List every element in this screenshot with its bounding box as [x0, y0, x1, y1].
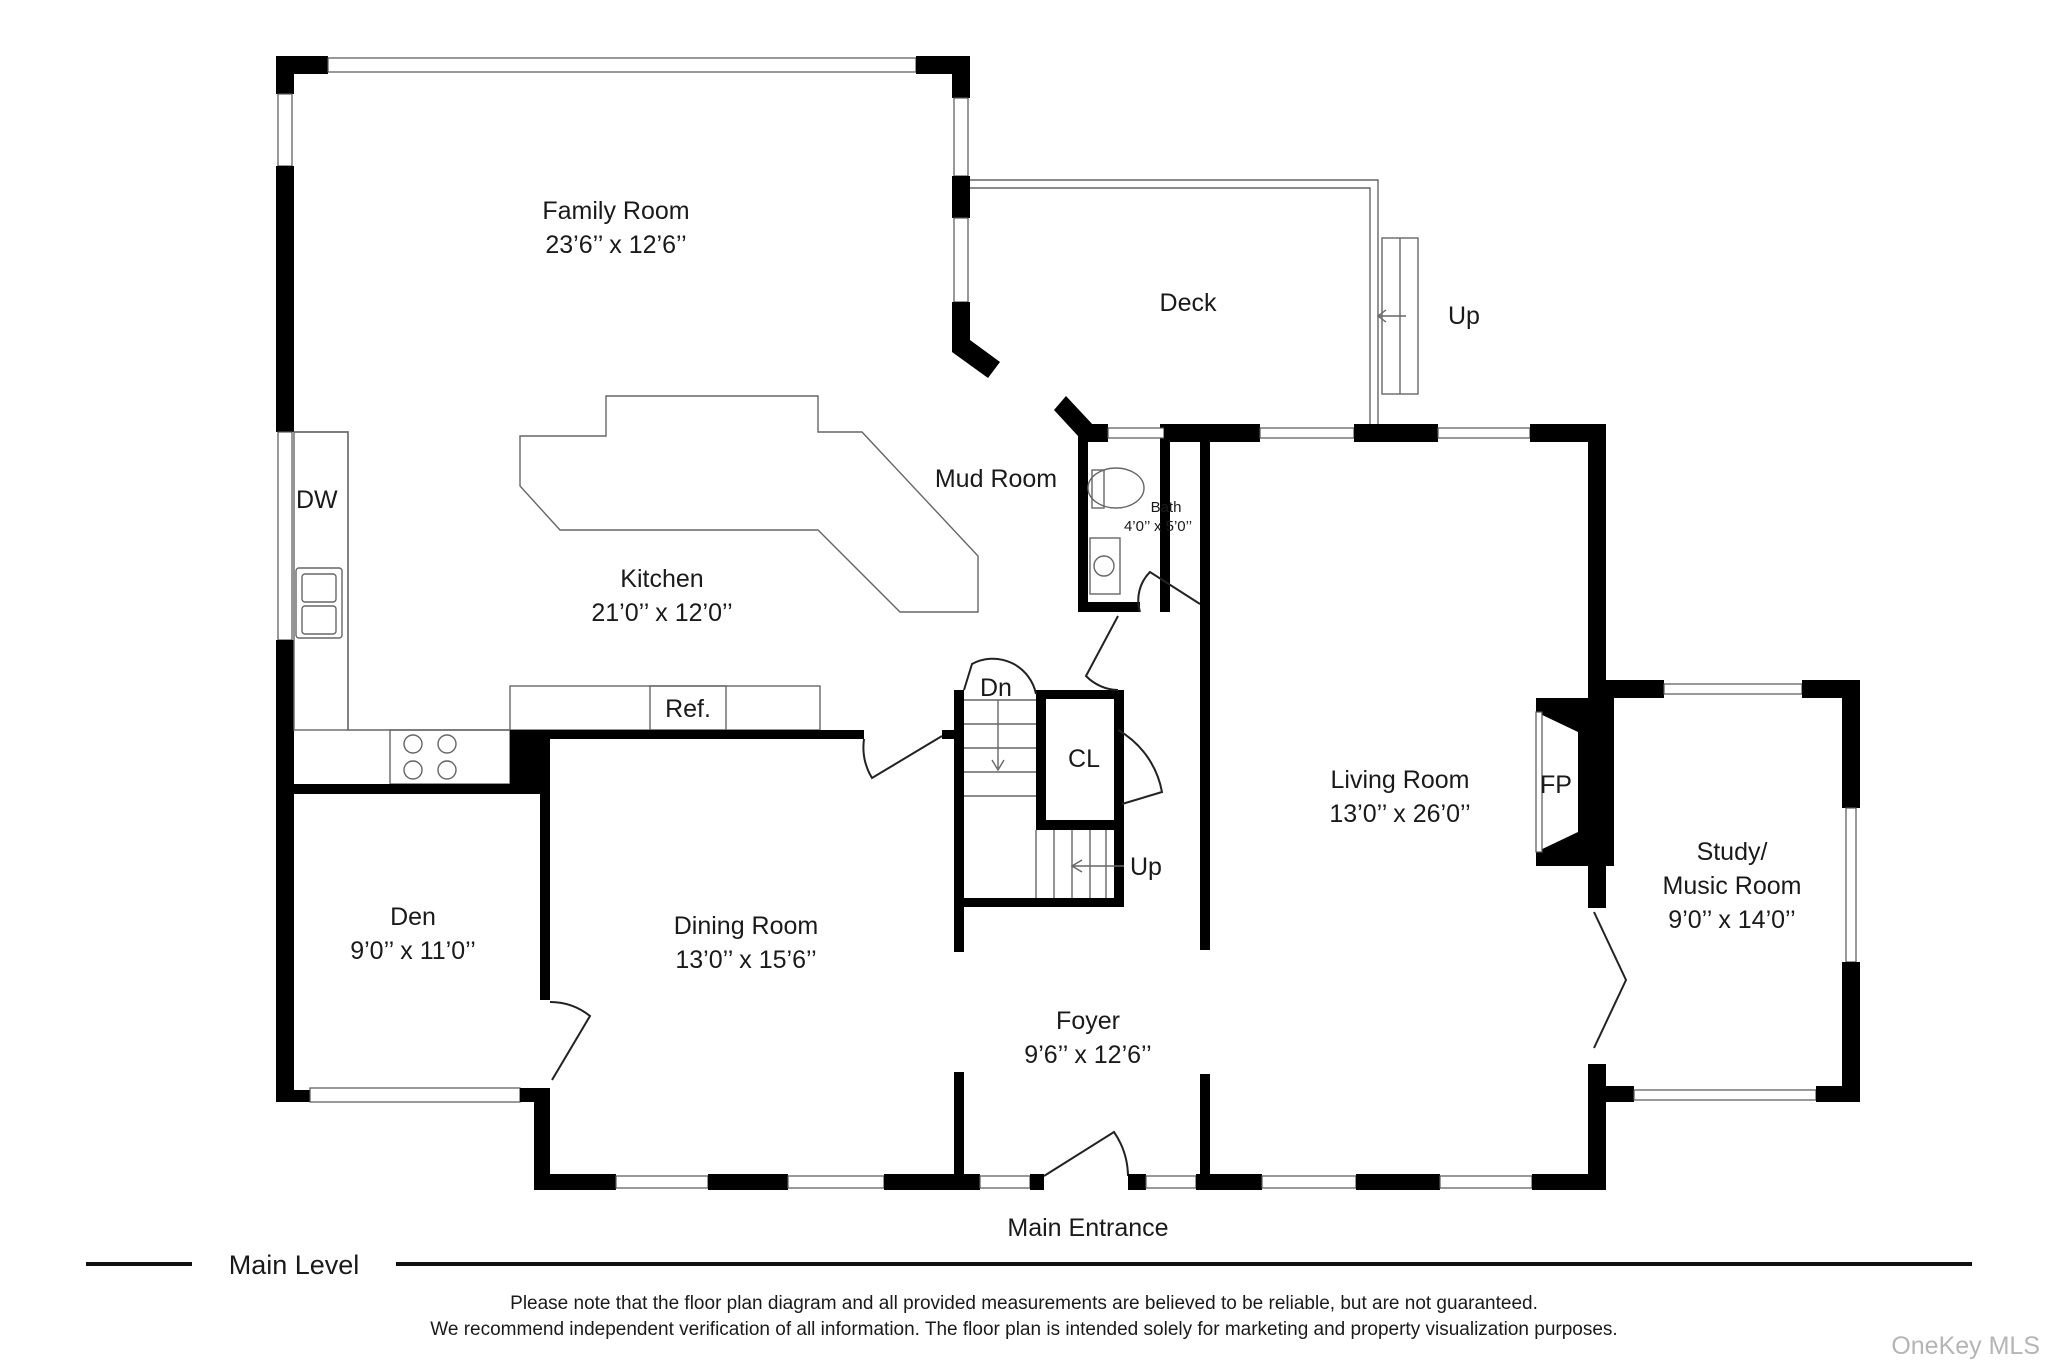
bath-dims: 4’0’’ x 5’0’’: [1124, 518, 1192, 535]
living-room-name: Living Room: [1331, 766, 1470, 794]
stairs: [963, 657, 1124, 898]
bath-name: Bath: [1151, 499, 1182, 516]
exterior-walls-north: [276, 56, 1098, 1102]
dishwasher-label: DW: [296, 486, 338, 514]
deck-name: Deck: [1160, 289, 1217, 317]
study-name-line1: Study/: [1697, 838, 1768, 866]
dining-room-name: Dining Room: [674, 912, 819, 940]
den-dims: 9’0’’ x 11’0’’: [350, 937, 476, 965]
study-walls: [1606, 680, 1860, 1102]
stairs-up-label: Up: [1130, 853, 1162, 881]
den-name: Den: [390, 903, 436, 931]
kitchen-dims: 21’0’’ x 12’0’’: [591, 599, 732, 627]
level-title: Main Level: [229, 1250, 360, 1280]
foyer-dims: 9’6’’ x 12’6’’: [1024, 1041, 1151, 1069]
closet-label: CL: [1068, 745, 1100, 773]
family-room-name: Family Room: [542, 197, 689, 225]
kitchen-name: Kitchen: [620, 565, 703, 593]
family-room-dims: 23’6’’ x 12’6’’: [545, 231, 686, 259]
exterior-walls-south: [534, 1072, 1606, 1190]
watermark: OneKey MLS: [1891, 1332, 2040, 1360]
kitchen-counters: [293, 395, 979, 785]
deck-outline: [970, 179, 1419, 424]
mud-room-name: Mud Room: [935, 465, 1057, 493]
level-divider: [86, 1262, 1972, 1266]
main-entrance-label: Main Entrance: [1007, 1214, 1168, 1242]
disclaimer-line2: We recommend independent verification of…: [430, 1319, 1617, 1340]
fireplace-label: FP: [1540, 771, 1572, 799]
living-room-walls: [1098, 424, 1628, 1188]
stairs-down-label: Dn: [980, 674, 1012, 702]
study-name-line2: Music Room: [1663, 872, 1802, 900]
interior-walls: [550, 424, 1210, 1184]
foyer-name: Foyer: [1056, 1007, 1120, 1035]
den-walls: [290, 730, 592, 1103]
living-room-dims: 13’0’’ x 26’0’’: [1329, 800, 1470, 828]
refrigerator-label: Ref.: [665, 695, 711, 723]
dining-room-dims: 13’0’’ x 15’6’’: [675, 946, 816, 974]
disclaimer-line1: Please note that the floor plan diagram …: [510, 1293, 1538, 1314]
deck-stairs-up-label: Up: [1448, 302, 1480, 330]
study-dims: 9’0’’ x 14’0’’: [1668, 906, 1795, 934]
